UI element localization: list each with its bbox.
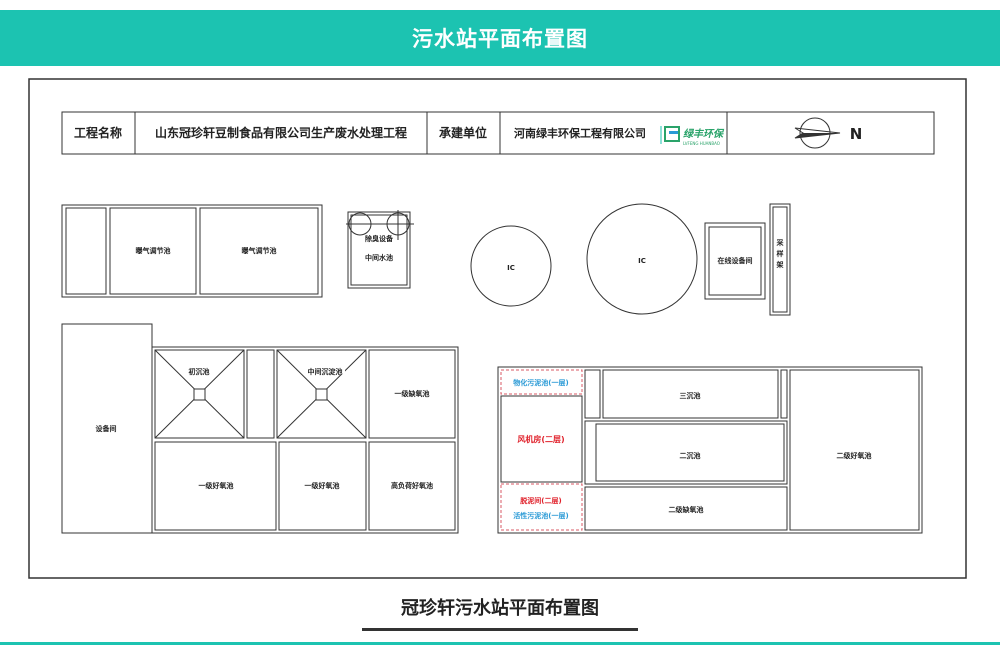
project-name: 山东冠珍轩豆制食品有限公司生产废水处理工程 bbox=[155, 125, 407, 140]
room-primary-settle: 初沉池 bbox=[189, 367, 210, 376]
north-label: N bbox=[850, 125, 863, 143]
room-aeration-2: 曝气调节池 bbox=[242, 246, 277, 255]
ic-reactor-1 bbox=[470, 225, 552, 307]
logo-subtext: LVFENG HUANBAO bbox=[683, 141, 720, 146]
room-anoxic-1: 一级缺氧池 bbox=[395, 389, 430, 398]
page-banner: 污水站平面布置图 bbox=[0, 10, 1000, 66]
room-sludge-active: 活性污泥池(一层) bbox=[513, 511, 568, 520]
project-name-label: 工程名称 bbox=[74, 125, 122, 140]
room-settle-2: 二沉池 bbox=[680, 451, 701, 460]
logo-text: 绿丰环保 bbox=[683, 128, 725, 140]
room-anoxic-2: 二级缺氧池 bbox=[669, 505, 704, 514]
room-online-equipment: 在线设备间 bbox=[718, 256, 753, 265]
ic-label-1: IC bbox=[507, 264, 515, 272]
ic-reactor-2 bbox=[586, 203, 698, 315]
banner-title: 污水站平面布置图 bbox=[412, 27, 588, 51]
contractor-label: 承建单位 bbox=[439, 125, 487, 140]
room-sludge-bio: 物化污泥池(一层) bbox=[513, 378, 568, 387]
room-middle-settle: 中间沉淀池 bbox=[308, 367, 343, 376]
company-logo: 绿丰环保 LVFENG HUANBAO bbox=[660, 126, 725, 146]
room-aerobic-1a: 一级好氧池 bbox=[199, 481, 234, 490]
room-settle-3: 三沉池 bbox=[680, 391, 701, 400]
north-arrow-icon: N bbox=[794, 117, 863, 149]
room-middle-pool: 中间水池 bbox=[365, 253, 393, 262]
title-block bbox=[61, 111, 935, 155]
room-aerobic-1b: 一级好氧池 bbox=[305, 481, 340, 490]
room-aeration-1: 曝气调节池 bbox=[136, 246, 171, 255]
bottom-accent-line bbox=[0, 642, 1000, 645]
figure-caption: 冠珍轩污水站平面布置图 bbox=[401, 598, 599, 619]
room-dewater: 脱泥间(二层) bbox=[520, 496, 561, 505]
caption-underline bbox=[362, 628, 638, 631]
room-blower: 风机房(二层) bbox=[517, 434, 564, 444]
room-deodor-equipment: 除臭设备 bbox=[365, 234, 394, 243]
ic-label-2: IC bbox=[638, 257, 646, 265]
room-equipment: 设备间 bbox=[96, 424, 117, 433]
room-aerobic-2: 二级好氧池 bbox=[837, 451, 872, 460]
room-sampling-rack: 采样架 bbox=[776, 238, 785, 269]
room-high-load-aerobic: 高负荷好氧池 bbox=[391, 481, 433, 490]
contractor-name: 河南绿丰环保工程有限公司 bbox=[514, 126, 646, 140]
